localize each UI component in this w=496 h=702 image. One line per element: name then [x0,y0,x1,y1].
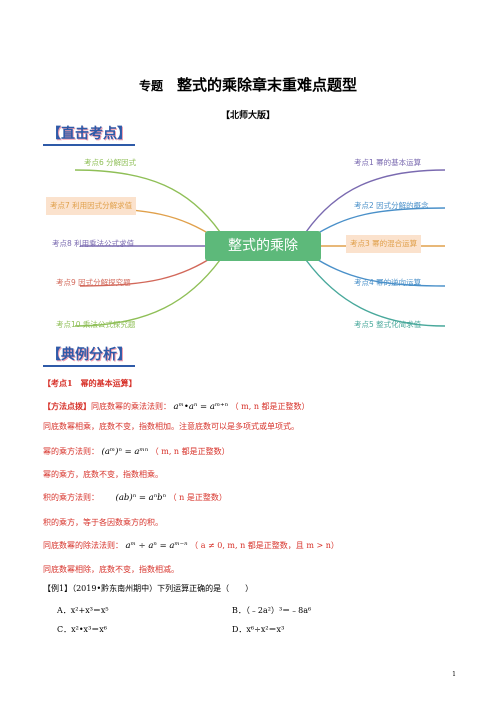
mind-map-center: 整式的乘除 [205,231,321,261]
node-left-5: 考点10 乘法公式探究题 [56,320,136,329]
mult-formula: aᵐ•aⁿ = aᵐ⁺ⁿ [173,402,229,412]
node-right-2: 考点2 因式分解的概念 [354,201,429,210]
page-number: 1 [452,671,456,678]
product-formula: (ab)ⁿ = aⁿbⁿ [115,493,167,503]
product-description: 积的乘方，等于各因数乘方的积。 [43,518,163,527]
branch-left-1 [74,169,221,233]
node-right-1: 考点1 幂的基本运算 [354,158,422,167]
node-left-3: 考点8 利用乘法公式求值 [52,239,135,248]
branch-right-1 [305,169,446,233]
mult-condition: （ m, n 都是正整数） [230,402,310,411]
branch-left-4 [79,254,217,287]
power-formula: (aᵐ)ⁿ = aᵐⁿ [101,447,149,457]
power-description: 幂的乘方，底数不变，指数相乘。 [43,470,163,479]
node-right-4: 考点4 幂的逆向运算 [354,278,422,287]
topic-heading: 【考点1 幂的基本运算】 [43,378,137,388]
edition-label: 【北师大版】 [220,111,275,121]
section-banner-examples: 【典例分析】 [43,345,135,367]
branch-left-5 [74,259,221,327]
example-question: 【例1】（2019•黔东南州期中）下列运算正确的是（ ） [43,584,254,593]
node-right-3: 考点3 幂的混合运算 [346,235,422,253]
method-tag: 【方法点拨】 [43,401,91,411]
option-b: B．（﹣2a²）³＝﹣8a⁶ [232,606,312,615]
branch-right-4 [309,254,446,287]
power-condition: （ m, n 都是正整数） [150,447,230,456]
div-rule-text: 同底数幂的除法法则： [43,541,123,550]
page-title: 专题整式的乘除章末重难点题型 [0,74,496,95]
power-rule-text: 幂的乘方法则： [43,447,99,456]
option-a: A．x²+x³＝x⁵ [57,606,109,615]
product-rule-text: 积的乘方法则： [43,493,99,502]
option-d: D．x⁶÷x²＝x³ [232,625,285,634]
node-left-1: 考点6 分解因式 [84,158,137,167]
title-prefix: 专题 [138,79,163,93]
branch-right-2 [309,207,446,239]
option-c: C．x²•x³＝x⁶ [57,625,107,634]
power-rule-line: 幂的乘方法则： (aᵐ)ⁿ = aᵐⁿ （ m, n 都是正整数） [43,446,230,457]
branch-right-5 [305,259,446,327]
mult-description: 同底数幂相乘，底数不变，指数相加。注意底数可以是多项式或单项式。 [43,422,299,431]
node-left-4: 考点9 因式分解探究题 [56,278,131,287]
product-condition: （ n 是正整数） [168,493,227,502]
product-rule-line: 积的乘方法则： (ab)ⁿ = aⁿbⁿ （ n 是正整数） [43,492,227,503]
mind-map-branches [74,169,446,327]
div-description: 同底数幂相除，底数不变，指数相减。 [43,565,179,574]
node-right-5: 考点5 整式化简求值 [354,320,422,329]
div-rule-line: 同底数幂的除法法则： aᵐ ÷ aⁿ = aᵐ⁻ⁿ （ a ≠ 0, m, n … [43,540,339,551]
title-text: 整式的乘除章末重难点题型 [177,76,358,94]
div-formula: aᵐ ÷ aⁿ = aᵐ⁻ⁿ [125,541,188,551]
section-banner-key-points: 【直击考点】 [43,124,135,146]
mult-rule-text: 同底数幂的乘法法则： [91,402,171,411]
node-left-2: 考点7 利用因式分解求值 [46,197,137,215]
mult-rule-line: 【方法点拨】同底数幂的乘法法则： aᵐ•aⁿ = aᵐ⁺ⁿ （ m, n 都是正… [43,401,310,412]
div-condition: （ a ≠ 0, m, n 都是正整数，且 m > n） [190,541,339,550]
mind-map: 考点6 分解因式 考点7 利用因式分解求值 考点8 利用乘法公式求值 考点9 因… [40,150,450,340]
